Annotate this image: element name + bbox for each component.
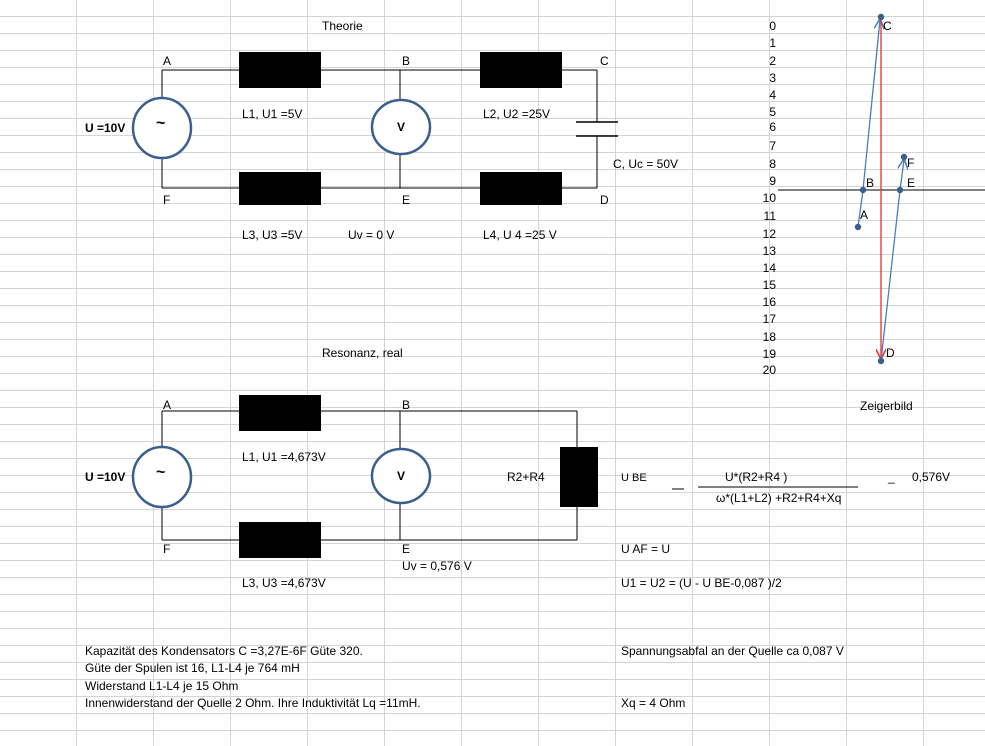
phasor-axis-tick: 0	[769, 19, 776, 33]
real-l1-label: L1, U1 =4,673V	[242, 450, 326, 464]
phasor-title: Zeigerbild	[860, 399, 913, 413]
theory-node-a: A	[163, 54, 172, 68]
real-voltmeter-symbol: V	[397, 469, 406, 483]
theory-node-c: C	[600, 54, 609, 68]
phasor-axis-tick: 11	[763, 209, 776, 223]
theory-node-e: E	[402, 193, 411, 207]
phasor-a-to-b	[857, 189, 864, 228]
real-resistor-r2r4	[560, 447, 598, 507]
phasor-label-a: A	[860, 208, 869, 222]
phasor-point-c	[877, 13, 885, 21]
theory-l2-label: L2, U2 =25V	[483, 107, 551, 121]
phasor-point-b	[859, 186, 867, 194]
note-resistance: Widerstand L1-L4 je 15 Ohm	[85, 679, 239, 693]
phasor-e-to-f	[900, 160, 904, 191]
formula-voltage-drop: Spannungsabfal an der Quelle ca 0,087 V	[621, 644, 844, 658]
real-resistor-label: R2+R4	[507, 470, 545, 484]
formula-xq: Xq = 4 Ohm	[621, 696, 686, 710]
phasor-point-e	[896, 186, 904, 194]
real-node-f: F	[163, 542, 171, 556]
phasor-axis-tick: 8	[769, 157, 776, 171]
phasor-axis-tick: 18	[762, 330, 776, 344]
phasor-axis-tick: 12	[762, 227, 776, 241]
phasor-point-a	[854, 223, 862, 231]
formula-result: 0,576V	[912, 470, 951, 484]
theory-title: Theorie	[322, 19, 363, 33]
real-node-a: A	[163, 398, 172, 412]
real-circuit	[161, 410, 578, 541]
formula-lhs: U BE	[621, 472, 647, 484]
real-l3-label: L3, U3 =4,673V	[242, 576, 326, 590]
theory-source-circle	[131, 96, 193, 160]
theory-node-f: F	[163, 193, 171, 207]
theory-l1-label: L1, U1 =5V	[242, 107, 303, 121]
phasor-point-f	[900, 153, 908, 161]
phasor-axis-tick: 19	[762, 347, 776, 361]
phasor-axis-tick: 2	[769, 54, 776, 68]
theory-l4-label: L4, U 4 =25 V	[483, 228, 557, 242]
theory-inductor-l4	[480, 172, 562, 205]
phasor-axis-tick: 10	[762, 191, 776, 205]
theory-voltmeter-symbol: V	[397, 120, 406, 134]
theory-inductor-l2	[480, 52, 562, 88]
phasor-axis-tick: 17	[762, 312, 776, 326]
phasor-axis-tick: 14	[762, 261, 776, 275]
theory-l3-label: L3, U3 =5V	[242, 228, 303, 242]
formula-u1-u2: U1 = U2 = (U - U BE-0,087 )/2	[621, 576, 782, 590]
real-node-e: E	[402, 542, 411, 556]
real-voltmeter-circle	[370, 447, 432, 505]
phasor-axis-tick: 1	[769, 36, 776, 50]
phasor-axis-tick: 15	[762, 278, 776, 292]
phasor-axis-tick: 7	[769, 139, 776, 153]
phasor-axis-tick: 16	[762, 295, 776, 309]
phasor-label-c: C	[883, 19, 892, 33]
real-title: Resonanz, real	[322, 346, 403, 360]
formula-uaf: U AF = U	[621, 542, 671, 556]
theory-inductor-l3	[239, 172, 321, 205]
formula-eq2: _	[888, 470, 895, 484]
phasor-axis-tick: 3	[769, 71, 776, 85]
phasor-axis-tick: 20	[762, 363, 776, 377]
theory-source-label: U =10V	[85, 121, 126, 135]
real-uv-label: Uv = 0,576 V	[402, 559, 472, 573]
theory-node-d: D	[600, 193, 609, 207]
phasor-diagram	[778, 13, 985, 365]
phasor-axis-tick: 13	[762, 244, 776, 258]
phasor-label-b: B	[866, 176, 875, 190]
phasor-point-d	[877, 357, 885, 365]
phasor-label-e: E	[907, 176, 916, 190]
real-source-symbol: ~	[156, 464, 166, 481]
note-coil-quality: Güte der Spulen ist 16, L1-L4 je 764 mH	[85, 661, 300, 675]
phasor-axis-tick: 6	[769, 120, 776, 134]
phasor-label-f: F	[907, 156, 915, 170]
theory-uv-label: Uv = 0 V	[348, 228, 395, 242]
theory-capacitor-label: C, Uc = 50V	[613, 157, 679, 171]
formula-denominator: ω*(L1+L2) +R2+R4+Xq	[716, 491, 842, 505]
theory-node-b: B	[402, 54, 411, 68]
theory-inductor-l1	[239, 52, 321, 88]
real-source-label: U =10V	[85, 470, 126, 484]
real-source-circle	[131, 445, 193, 509]
phasor-axis-tick: 5	[769, 105, 776, 119]
phasor-axis-tick: 4	[769, 88, 776, 102]
real-inductor-l1	[239, 395, 321, 431]
theory-source-symbol: ~	[156, 115, 166, 132]
phasor-label-d: D	[886, 346, 895, 360]
note-source-impedance: Innenwiderstand der Quelle 2 Ohm. Ihre I…	[85, 696, 421, 710]
real-node-b: B	[402, 398, 411, 412]
theory-voltmeter-circle	[370, 98, 432, 156]
formula-numerator: U*(R2+R4 )	[725, 470, 788, 484]
real-inductor-l3	[239, 522, 321, 558]
note-capacitor: Kapazität des Kondensators C =3,27E-6F G…	[85, 644, 363, 658]
phasor-d-to-e	[880, 189, 901, 362]
phasor-b-to-c	[862, 20, 880, 191]
phasor-axis-tick: 9	[769, 174, 776, 188]
